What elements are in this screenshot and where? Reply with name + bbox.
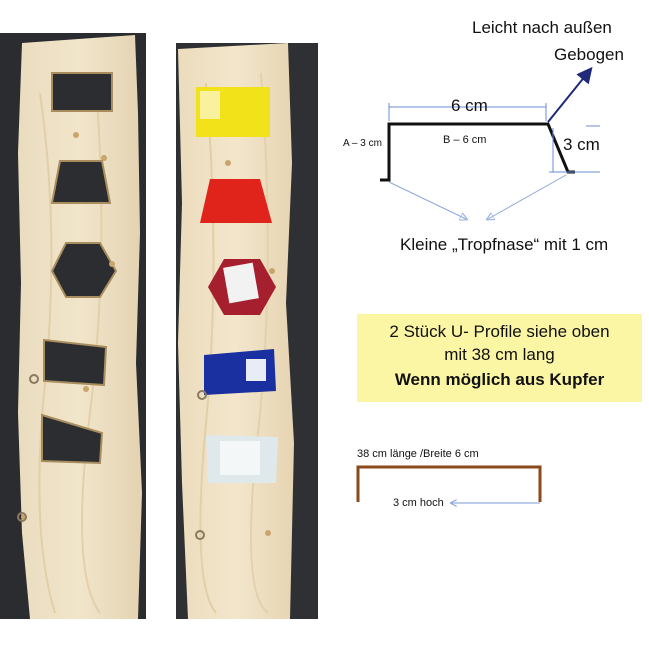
opening-slanted-quad-2 xyxy=(41,413,104,465)
screw-eye xyxy=(29,374,39,384)
label-a: A – 3 cm xyxy=(343,138,382,149)
knot xyxy=(225,160,231,166)
knot xyxy=(265,530,271,536)
bend-arrow xyxy=(547,66,593,123)
opening-slanted-quad-1 xyxy=(43,338,108,387)
bend-note-line2: Gebogen xyxy=(554,45,624,64)
highlight-line-1: 2 Stück U- Profile siehe oben xyxy=(389,322,610,341)
u-profile-height-label: 3 cm hoch xyxy=(393,497,444,509)
drip-nose-note: Kleine „Tropfnase“ mit 1 cm xyxy=(400,235,609,254)
height-dimension-label: 3 cm xyxy=(563,135,600,154)
profile-cross-section xyxy=(380,122,575,182)
opening-trapezoid xyxy=(50,160,112,204)
photo-board-colored-panels xyxy=(176,43,318,619)
highlight-box: 2 Stück U- Profile siehe oben mit 38 cm … xyxy=(357,314,642,402)
drip-arrow-right xyxy=(488,174,567,219)
drip-arrow-left xyxy=(388,181,466,219)
highlight-line-2: mit 38 cm lang xyxy=(444,345,555,364)
highlight-line-3: Wenn möglich aus Kupfer xyxy=(394,370,605,389)
bend-note-line1: Leicht nach außen xyxy=(472,18,612,37)
opening-hexagon xyxy=(50,242,118,298)
screw-eye xyxy=(197,390,207,400)
screw-eye xyxy=(195,530,205,540)
knot xyxy=(83,386,89,392)
knot xyxy=(109,261,115,267)
board-cutouts-drawing xyxy=(17,35,142,619)
u-profile-shape xyxy=(356,465,542,502)
knot xyxy=(269,268,275,274)
width-dimension-label: 6 cm xyxy=(451,96,488,115)
screw-eye xyxy=(17,512,27,522)
label-b: B – 6 cm xyxy=(443,134,487,146)
opening-rectangle xyxy=(51,72,113,112)
knot xyxy=(101,155,107,161)
knot xyxy=(73,132,79,138)
board-panels-drawing xyxy=(178,43,294,619)
photo-board-cutouts xyxy=(0,33,146,619)
panel-red-trapezoid xyxy=(200,179,272,223)
u-profile-length-label: 38 cm länge /Breite 6 cm xyxy=(357,448,479,460)
